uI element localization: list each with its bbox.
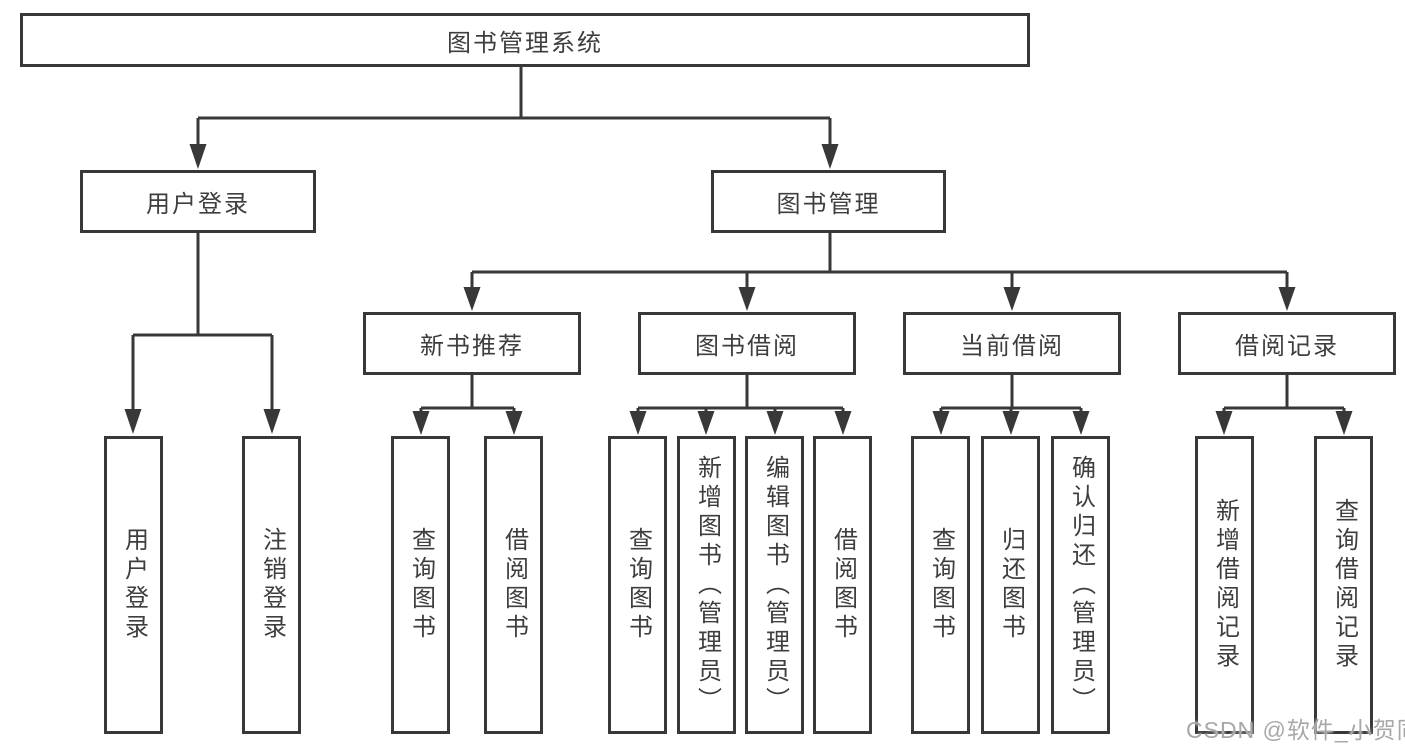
leaf-borrow-books-recommend: 借阅图书 bbox=[484, 436, 543, 734]
arrowhead bbox=[263, 409, 281, 434]
arrowhead bbox=[738, 287, 756, 311]
node-borrow-records-label: 借阅记录 bbox=[1235, 333, 1339, 360]
arrowhead bbox=[1002, 411, 1020, 435]
leaf-query-books-borrow: 查询图书 bbox=[608, 436, 667, 734]
leaf-query-borrow-record: 查询借阅记录 bbox=[1314, 436, 1373, 734]
leaf-query-books-current: 查询图书 bbox=[911, 436, 970, 734]
arrowhead bbox=[766, 411, 784, 435]
arrowhead bbox=[629, 411, 647, 435]
leaf-label: 注销登录 bbox=[258, 527, 286, 643]
node-book-management: 图书管理 bbox=[711, 170, 946, 233]
arrowhead bbox=[463, 287, 481, 311]
arrowhead bbox=[1072, 411, 1090, 435]
leaf-label: 编辑图书（管理员） bbox=[761, 454, 789, 716]
node-root-label: 图书管理系统 bbox=[447, 29, 603, 57]
arrowhead bbox=[124, 409, 142, 434]
connector-bookmgmt-to-level3 bbox=[470, 233, 1289, 290]
arrowhead bbox=[412, 411, 430, 435]
connector-newbook-to-leaves bbox=[419, 375, 516, 415]
leaf-user-login: 用户登录 bbox=[104, 436, 163, 734]
leaf-label: 借阅图书 bbox=[829, 527, 857, 643]
arrowhead bbox=[697, 411, 715, 435]
leaf-label: 查询图书 bbox=[624, 527, 652, 643]
arrowhead bbox=[834, 411, 852, 435]
node-current-borrow: 当前借阅 bbox=[903, 312, 1121, 375]
connector-userlogin-to-leaves bbox=[131, 233, 274, 412]
leaf-label: 确认归还（管理员） bbox=[1067, 454, 1095, 716]
leaf-query-books-recommend: 查询图书 bbox=[391, 436, 450, 734]
connector-records-to-leaves bbox=[1222, 375, 1346, 415]
arrowhead bbox=[932, 411, 950, 435]
arrowhead bbox=[189, 144, 207, 169]
arrowhead bbox=[505, 411, 523, 435]
connector-current-to-leaves bbox=[939, 375, 1083, 415]
leaf-borrow-books: 借阅图书 bbox=[813, 436, 872, 734]
connector-root-to-level2 bbox=[196, 67, 832, 147]
leaf-label: 归还图书 bbox=[997, 527, 1025, 643]
arrowhead bbox=[1003, 287, 1021, 311]
node-current-borrow-label: 当前借阅 bbox=[960, 333, 1064, 360]
node-new-book-recommend-label: 新书推荐 bbox=[420, 333, 524, 360]
leaf-return-books: 归还图书 bbox=[981, 436, 1040, 734]
leaf-label: 新增图书（管理员） bbox=[693, 454, 721, 716]
csdn-watermark: CSDN @软件_小贺同学 bbox=[1186, 717, 1405, 743]
leaf-edit-books-admin: 编辑图书（管理员） bbox=[745, 436, 804, 734]
leaf-confirm-return-admin: 确认归还（管理员） bbox=[1051, 436, 1110, 734]
connector-borrow-to-leaves bbox=[636, 375, 845, 415]
leaf-label: 用户登录 bbox=[120, 527, 148, 643]
node-book-management-label: 图书管理 bbox=[776, 191, 881, 218]
node-book-borrow: 图书借阅 bbox=[638, 312, 856, 375]
leaf-label: 借阅图书 bbox=[500, 527, 528, 643]
leaf-label: 查询借阅记录 bbox=[1330, 498, 1358, 672]
leaf-label: 新增借阅记录 bbox=[1211, 498, 1239, 672]
leaf-label: 查询图书 bbox=[407, 527, 435, 643]
node-borrow-records: 借阅记录 bbox=[1178, 312, 1396, 375]
arrowheads bbox=[124, 144, 1353, 435]
node-new-book-recommend: 新书推荐 bbox=[363, 312, 581, 375]
node-user-login: 用户登录 bbox=[80, 170, 316, 233]
arrowhead bbox=[1335, 411, 1353, 435]
node-book-borrow-label: 图书借阅 bbox=[695, 333, 799, 360]
arrowhead bbox=[1215, 411, 1233, 435]
leaf-label: 查询图书 bbox=[927, 527, 955, 643]
leaf-add-borrow-record: 新增借阅记录 bbox=[1195, 436, 1254, 734]
arrowhead bbox=[821, 144, 839, 169]
node-root: 图书管理系统 bbox=[20, 13, 1030, 67]
node-user-login-label: 用户登录 bbox=[146, 191, 250, 218]
arrowhead bbox=[1278, 287, 1296, 311]
leaf-add-books-admin: 新增图书（管理员） bbox=[677, 436, 736, 734]
leaf-logout: 注销登录 bbox=[242, 436, 301, 734]
